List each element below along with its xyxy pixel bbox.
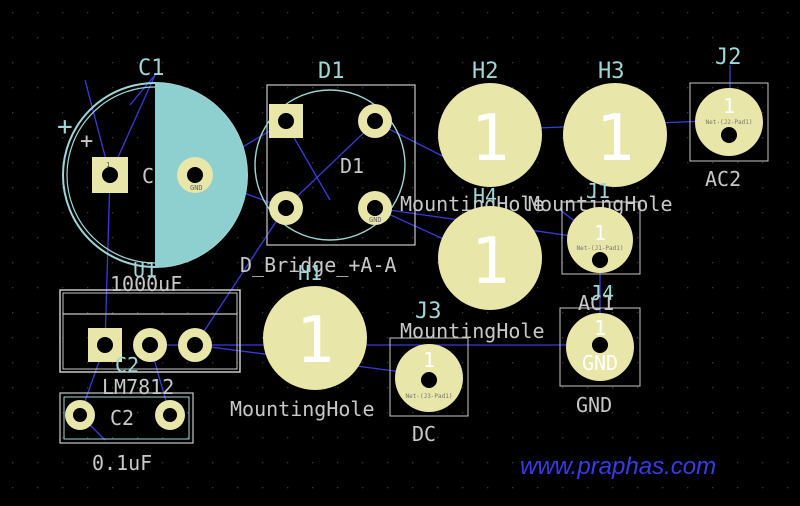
j2-connector[interactable]: 1 Net-(J2-Pad1) xyxy=(689,82,769,162)
c1-value: 1000uF xyxy=(110,272,182,296)
track xyxy=(129,74,156,106)
j1-pad-number: 1 xyxy=(594,221,606,245)
h4-ref: H4 xyxy=(473,184,497,208)
h3-pad-number: 1 xyxy=(596,102,635,176)
c2-value: 0.1uF xyxy=(92,451,152,475)
h2-mounting-hole[interactable]: 1 xyxy=(438,83,542,187)
h3-ref: H3 xyxy=(598,59,625,84)
h1-pad-number: 1 xyxy=(296,304,335,378)
h1-mounting-hole[interactable]: 1 xyxy=(263,286,367,390)
j3-pad-number: 1 xyxy=(423,348,435,372)
watermark-url: www.praphas.com xyxy=(520,453,716,480)
h1-ref: H1 xyxy=(298,261,322,285)
c1-ref: C1 xyxy=(138,56,165,81)
u1-ref: U1 xyxy=(133,258,157,282)
j3-net: Net-(J3-Pad1) xyxy=(406,393,453,400)
j4-connector[interactable]: 1 GND xyxy=(559,307,641,387)
j4-value: GND xyxy=(576,393,612,417)
track xyxy=(194,207,286,346)
j1-connector[interactable]: 1 Net-(J1-Pad1) xyxy=(561,201,641,275)
h3-mounting-hole[interactable]: 1 xyxy=(563,83,667,187)
j2-ref: J2 xyxy=(715,45,742,70)
j1-net: Net-(J1-Pad1) xyxy=(577,245,624,252)
j4-net: GND xyxy=(582,351,618,375)
j2-pad-number: 1 xyxy=(723,94,735,118)
c2-inner-ref: C2 xyxy=(110,406,134,430)
h1-value: MountingHole xyxy=(230,397,375,421)
h4-value: MountingHole xyxy=(400,319,545,343)
j2-value: AC2 xyxy=(705,167,741,191)
d1-inner-ref: D1 xyxy=(340,154,364,178)
d1-footprint[interactable]: GND D1 xyxy=(254,84,416,246)
u1-inner-ref: C2 xyxy=(115,353,139,377)
h4-mounting-hole[interactable]: 1 xyxy=(438,206,542,310)
h2-ref: H2 xyxy=(472,59,499,84)
u1-value: LM7812 xyxy=(102,375,174,399)
j1-ref: J1 xyxy=(586,179,610,203)
c1-pad-2-net: GND xyxy=(190,184,203,192)
d1-value: D_Bridge_+A-A xyxy=(240,253,397,277)
j1-value: AC1 xyxy=(578,291,614,315)
c1-footprint[interactable]: + + 1 GND C xyxy=(57,82,248,268)
j3-connector[interactable]: 1 Net-(J3-Pad1) xyxy=(389,337,469,417)
c1-pad-1-label: 1 xyxy=(106,161,110,169)
c1-polarity-mark: + xyxy=(57,112,73,142)
j4-pad-number: 1 xyxy=(594,316,606,340)
d1-pad-3-net: GND xyxy=(369,216,382,224)
d1-ref: D1 xyxy=(318,59,345,84)
c2-footprint[interactable]: C2 xyxy=(59,392,194,444)
h2-pad-number: 1 xyxy=(471,102,510,176)
j3-value: DC xyxy=(412,422,436,446)
u1-footprint[interactable] xyxy=(59,289,241,373)
track xyxy=(104,174,111,346)
c1-inner-ref: C xyxy=(142,164,154,188)
j2-net: Net-(J2-Pad1) xyxy=(706,119,753,126)
track xyxy=(284,121,376,209)
j3-ref: J3 xyxy=(415,299,442,324)
c1-polarity-mark-2: + xyxy=(80,129,93,154)
h4-pad-number: 1 xyxy=(471,225,510,299)
j4-ref: J4 xyxy=(590,281,614,305)
